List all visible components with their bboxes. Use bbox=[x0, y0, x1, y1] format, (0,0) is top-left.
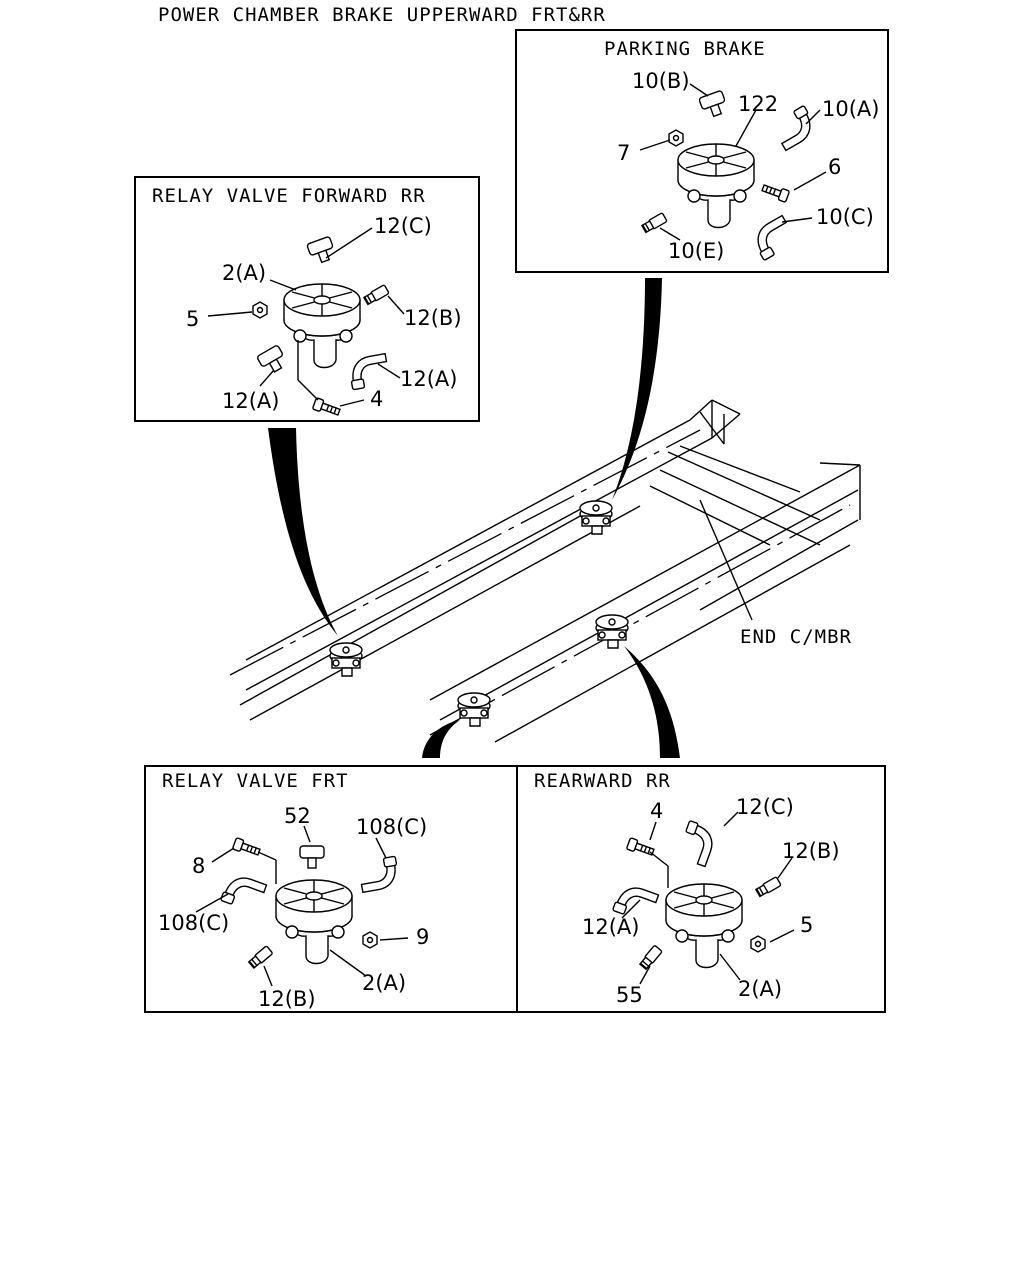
panel-title: REARWARD RR bbox=[534, 770, 671, 792]
parking-brake-valve-location bbox=[579, 500, 613, 535]
relay-valve-frt-location bbox=[457, 692, 491, 727]
callout-12a: 12(A) bbox=[582, 915, 639, 939]
panel-title: PARKING BRAKE bbox=[604, 38, 766, 60]
panel-title: RELAY VALVE FORWARD RR bbox=[152, 185, 426, 207]
callout-12b: 12(B) bbox=[258, 987, 316, 1011]
vehicle-frame bbox=[229, 399, 861, 743]
leader-parking-brake bbox=[612, 278, 662, 500]
callout-2a: 2(A) bbox=[222, 261, 266, 285]
callout-52: 52 bbox=[284, 804, 311, 828]
callout-5: 5 bbox=[186, 307, 199, 331]
callout-10b: 10(B) bbox=[632, 69, 690, 93]
callout-5: 5 bbox=[800, 913, 813, 937]
panel-relay-valve-frt: RELAY VALVE FRT 52 108(C) 8 108(C) 9 2(A… bbox=[144, 765, 518, 1013]
relay-valve-forward-rr-location bbox=[329, 642, 363, 677]
panel-title: RELAY VALVE FRT bbox=[162, 770, 349, 792]
callout-10c: 10(C) bbox=[816, 205, 874, 229]
callout-108c-left: 108(C) bbox=[158, 911, 229, 935]
callout-55: 55 bbox=[616, 983, 643, 1007]
rearward-rr-valve-location bbox=[595, 614, 629, 649]
callout-10e: 10(E) bbox=[668, 239, 724, 263]
callout-8: 8 bbox=[192, 854, 205, 878]
callout-7: 7 bbox=[617, 141, 630, 165]
callout-2a: 2(A) bbox=[738, 977, 782, 1001]
callout-12c: 12(C) bbox=[736, 795, 794, 819]
panel-parking-brake: PARKING BRAKE 10(B) 122 10(A) 7 6 10(C) … bbox=[515, 29, 889, 273]
callout-12b: 12(B) bbox=[782, 839, 840, 863]
callout-122: 122 bbox=[738, 92, 778, 116]
panel-relay-valve-forward-rr: RELAY VALVE FORWARD RR 12(C) 2(A) 5 12(B… bbox=[134, 176, 480, 422]
frame-label: END C/MBR bbox=[740, 626, 852, 648]
leader-rearward-rr bbox=[624, 646, 680, 758]
leader-relay-forward-rr bbox=[268, 428, 338, 636]
callout-4: 4 bbox=[370, 387, 383, 411]
callout-10a: 10(A) bbox=[822, 97, 879, 121]
callout-108c-right: 108(C) bbox=[356, 815, 427, 839]
callout-12a-right: 12(A) bbox=[400, 367, 457, 391]
callout-12c: 12(C) bbox=[374, 214, 432, 238]
panel-rearward-rr: REARWARD RR 4 12(C) 12(B) 12(A) 5 55 2(A… bbox=[516, 765, 886, 1013]
callout-2a: 2(A) bbox=[362, 971, 406, 995]
callout-4: 4 bbox=[650, 799, 663, 823]
leader-relay-frt bbox=[422, 720, 460, 758]
page-title: POWER CHAMBER BRAKE UPPERWARD FRT&RR bbox=[158, 4, 606, 26]
callout-12a-left: 12(A) bbox=[222, 389, 279, 413]
callout-9: 9 bbox=[416, 925, 429, 949]
callout-6: 6 bbox=[828, 155, 841, 179]
callout-12b: 12(B) bbox=[404, 306, 462, 330]
